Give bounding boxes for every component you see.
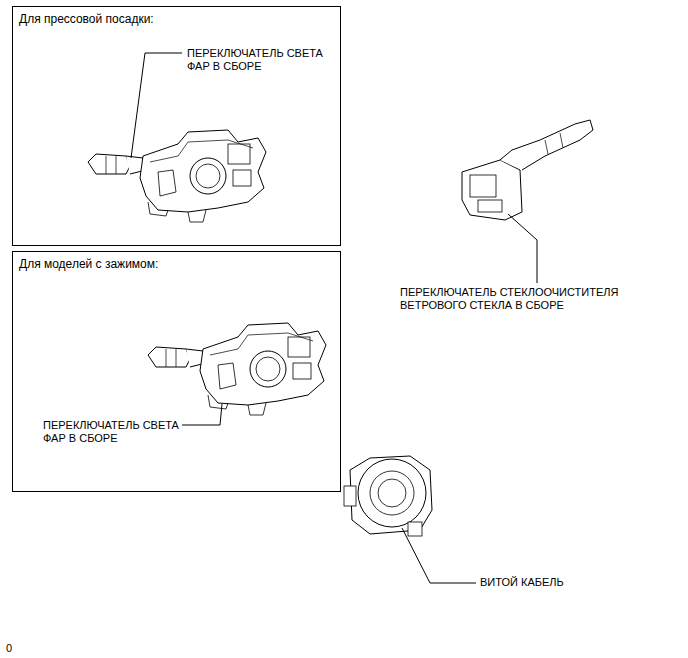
section-heading: Для прессовой посадки: [19, 12, 319, 26]
part-label: ПЕРЕКЛЮЧАТЕЛЬ СВЕТА ФАР В СБОРЕ [187, 47, 337, 73]
part-label: ПЕРЕКЛЮЧАТЕЛЬ СТЕКЛООЧИСТИТЕЛЯ ВЕТРОВОГО… [400, 286, 650, 312]
part-label: ПЕРЕКЛЮЧАТЕЛЬ СВЕТА ФАР В СБОРЕ [43, 419, 193, 445]
section-heading: Для моделей с зажимом: [19, 257, 319, 271]
part-label: ВИТОЙ КАБЕЛЬ [480, 576, 630, 589]
section-frame: Для прессовой посадки: ПЕРЕКЛЮЧАТЕЛЬ СВЕТ… [12, 6, 341, 246]
section-frame: Для моделей с зажимом: ПЕРЕКЛЮЧАТЕЛЬ СВЕТ… [12, 251, 341, 492]
page-number: 0 [6, 642, 26, 655]
